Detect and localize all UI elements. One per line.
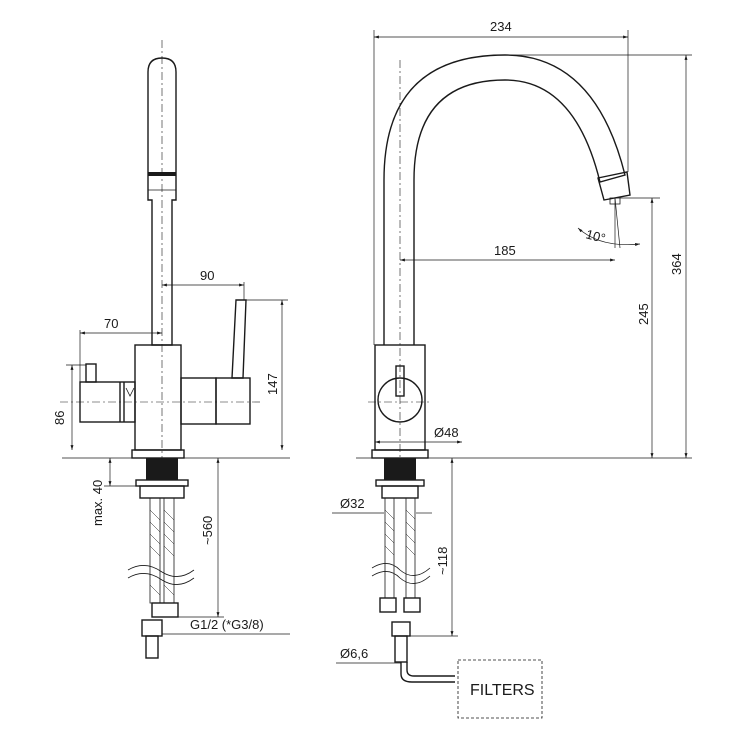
dim-total-height: 364 xyxy=(669,253,684,275)
filters-box xyxy=(457,659,543,719)
dim-body-height: 86 xyxy=(52,411,67,425)
dim-spout-angle: 10° xyxy=(584,226,607,246)
dim-filter-pipe: Ø6,6 xyxy=(340,646,368,661)
dim-total-reach: 234 xyxy=(490,19,512,34)
dim-max-deck: max. 40 xyxy=(90,480,105,526)
dim-outlet-height: 245 xyxy=(636,303,651,325)
dim-filter-hose: ~118 xyxy=(435,547,450,575)
front-view: 234 10° 185 245 364 Ø48 Ø32 ~118 Ø6,6 xyxy=(332,19,692,719)
dim-body-diameter: Ø48 xyxy=(434,425,459,440)
dim-spout-reach: 90 xyxy=(200,268,214,283)
dim-lever-height: 147 xyxy=(265,373,280,395)
side-view: 90 70 86 147 max. 40 ~560 G1/2 (*G3/8) xyxy=(52,40,290,659)
dim-hose-length: ~560 xyxy=(200,516,215,545)
dim-hole-diameter: Ø32 xyxy=(340,496,365,511)
dim-inlet-offset: 70 xyxy=(104,316,118,331)
dim-outlet-reach: 185 xyxy=(494,243,516,258)
filters-label: FILTERS xyxy=(470,682,535,699)
dim-thread: G1/2 (*G3/8) xyxy=(190,617,264,632)
